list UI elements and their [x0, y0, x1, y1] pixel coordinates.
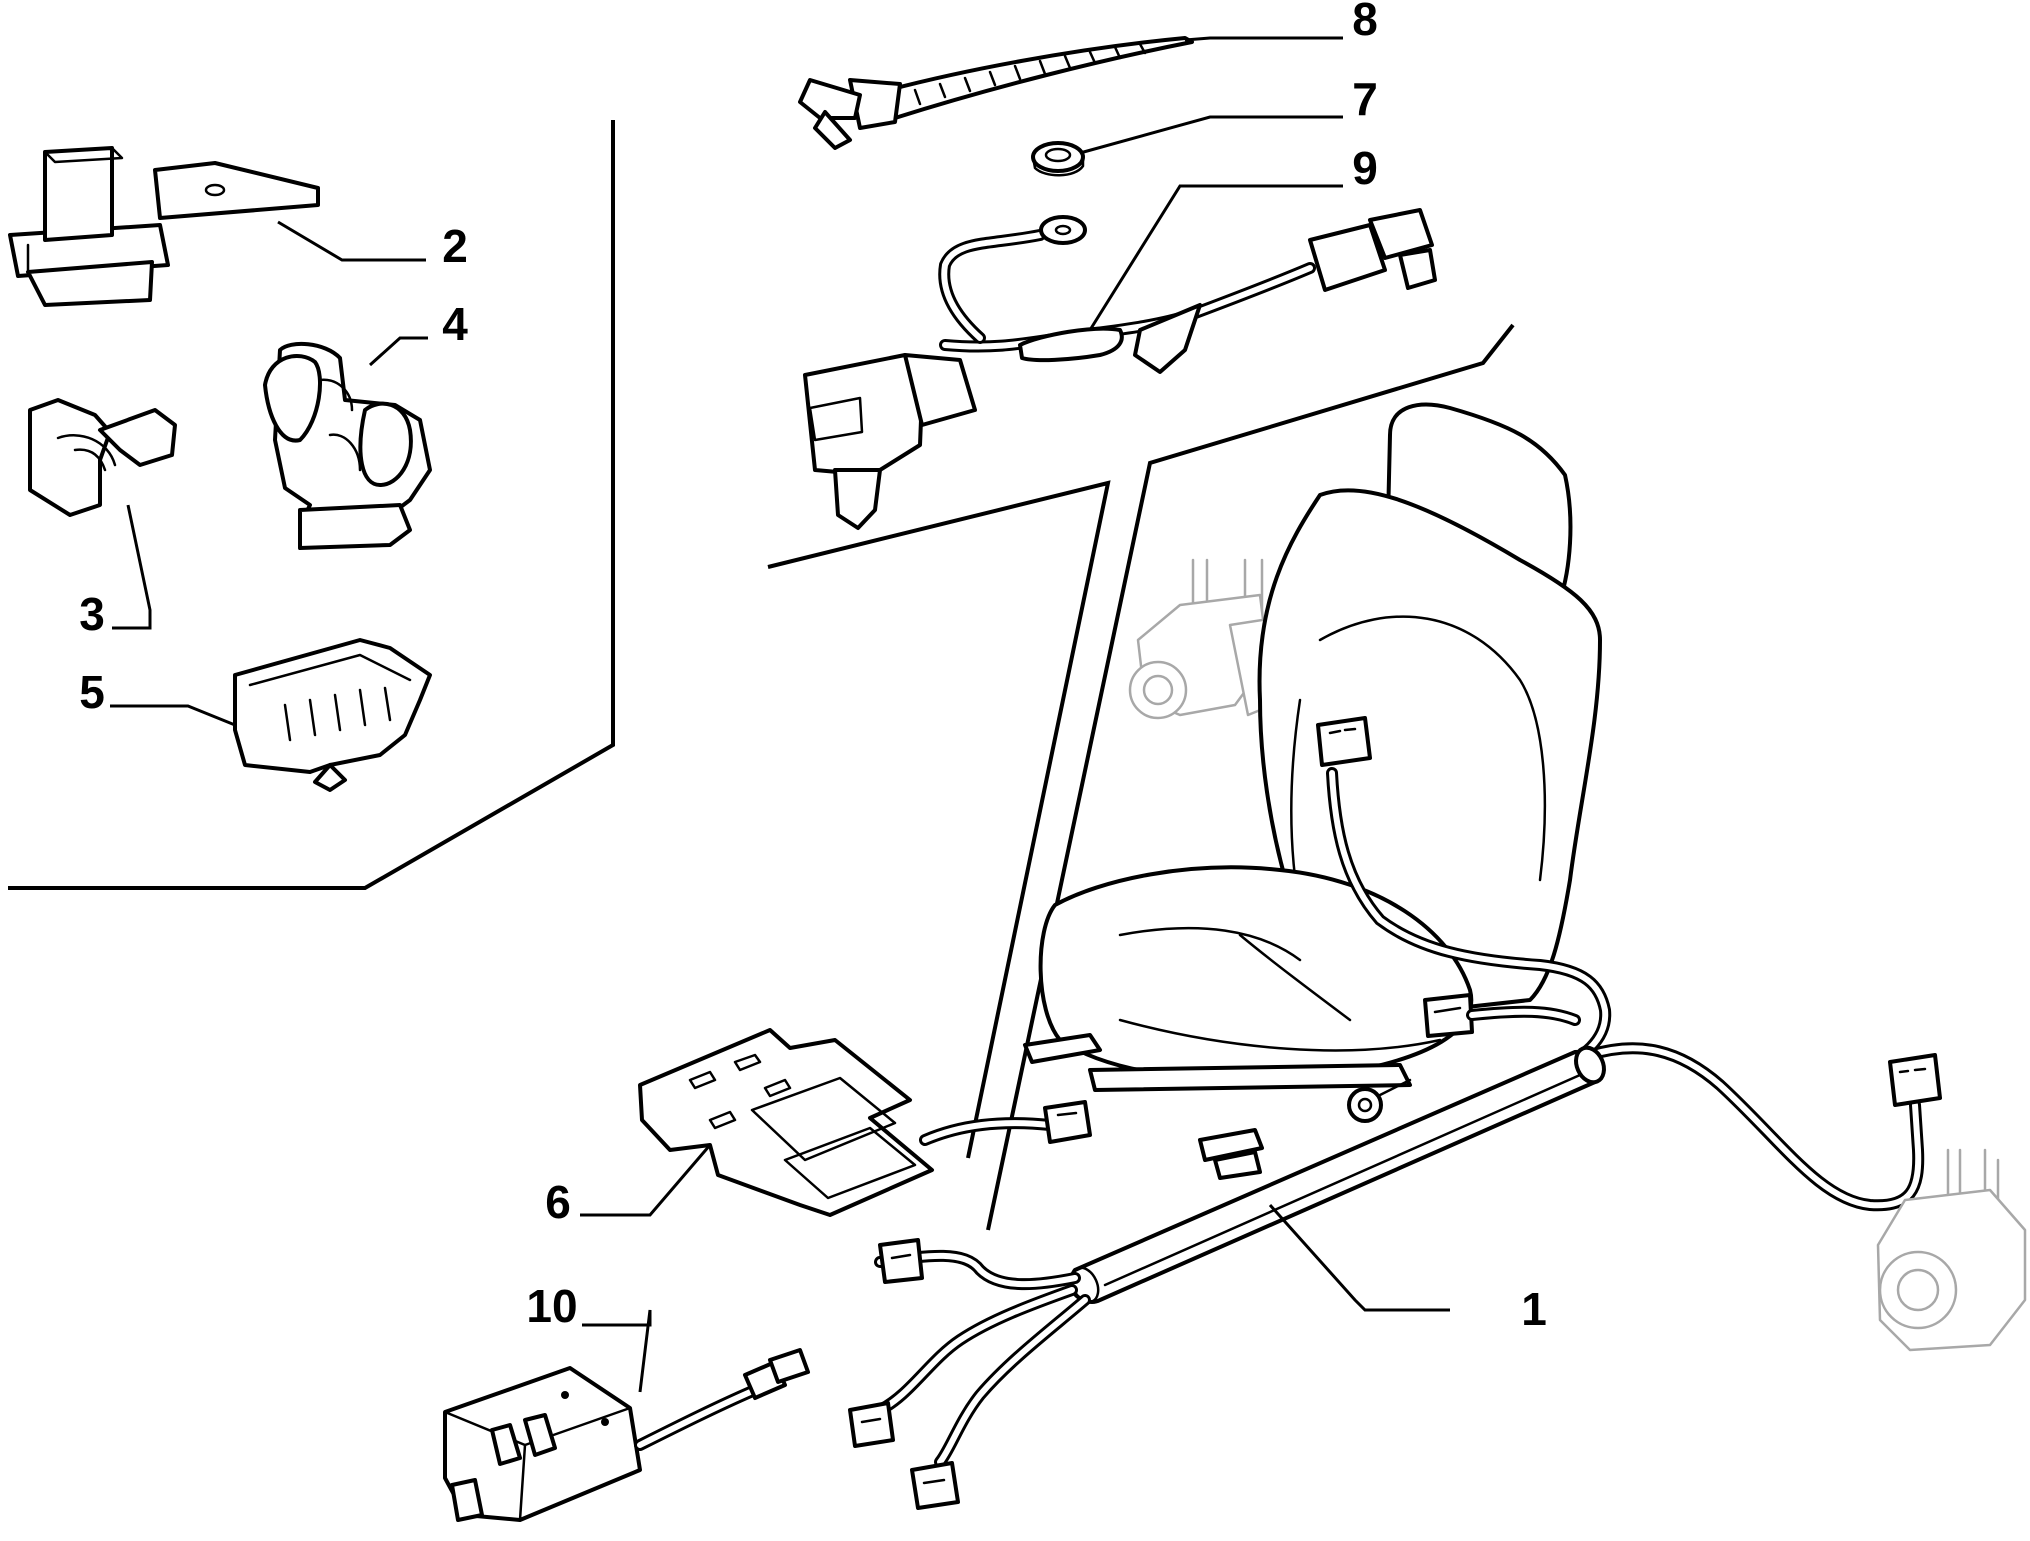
part-4-double-clip — [263, 341, 432, 550]
part-9-harness — [803, 208, 1437, 530]
callout-1: 1 — [1521, 1283, 1547, 1335]
callout-5: 5 — [79, 666, 105, 718]
rear-motor-ghost — [1876, 1148, 2027, 1352]
callout-4: 4 — [442, 298, 468, 350]
part-5-terminal-block — [233, 638, 432, 792]
callout-2: 2 — [442, 220, 468, 272]
part-6-sensor-mat — [638, 1028, 1092, 1217]
callout-6: 6 — [545, 1176, 571, 1228]
separator-lines — [8, 120, 1515, 1231]
part-3-clip — [28, 398, 177, 517]
part-10-switch — [443, 1348, 810, 1522]
callout-8: 8 — [1352, 0, 1378, 45]
seat — [1023, 402, 1602, 1180]
callout-7: 7 — [1352, 73, 1378, 125]
callouts: 1 2 3 4 5 6 7 8 9 10 — [79, 0, 1547, 1335]
part-8-cable-tie — [798, 36, 1194, 150]
part-7-grommet — [1031, 141, 1085, 177]
part-1-main-harness — [848, 716, 1942, 1510]
leader-lines — [110, 36, 1450, 1393]
part-2-bracket — [8, 146, 320, 307]
callout-3: 3 — [79, 588, 105, 640]
callout-10: 10 — [526, 1280, 577, 1332]
callout-9: 9 — [1352, 142, 1378, 194]
